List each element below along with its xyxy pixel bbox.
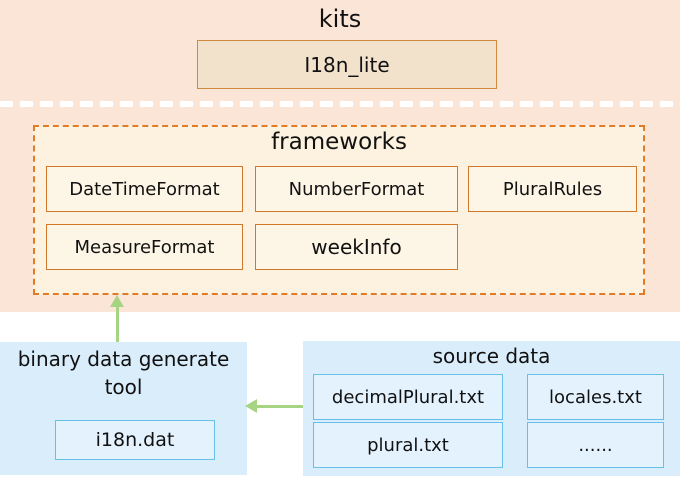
arrow-tool-to-frameworks-head-icon [110,295,124,307]
frameworks-title: frameworks [271,129,407,155]
framework-box-measureformat: MeasureFormat [46,224,243,270]
kits-frameworks-separator-dashed-line [0,101,680,107]
i18n-lite-box: I18n_lite [197,40,497,89]
framework-label: DateTimeFormat [69,178,220,200]
framework-label: NumberFormat [288,178,425,200]
file-box-ellipsis: ...... [527,422,664,468]
i18n-dat-label: i18n.dat [95,429,175,451]
file-label: ...... [578,434,613,456]
file-box-decimalplural: decimalPlural.txt [313,374,503,420]
arrow-source-to-tool-head-icon [245,399,257,413]
file-label: plural.txt [367,434,449,456]
file-box-plural: plural.txt [313,422,503,468]
kits-section: kits I18n_lite frameworks DateTimeFormat… [0,0,680,312]
binary-tool-title-line2: tool [104,375,143,399]
file-label: decimalPlural.txt [331,386,485,408]
framework-box-numberformat: NumberFormat [255,166,458,212]
i18n-dat-box: i18n.dat [55,420,215,460]
frameworks-group-box: frameworks DateTimeFormat NumberFormat P… [33,125,645,295]
i18n-lite-label: I18n_lite [304,52,390,77]
binary-tool-title: binary data generate tool [0,345,247,401]
arrow-tool-to-frameworks-line [116,306,119,342]
file-box-locales: locales.txt [527,374,664,420]
framework-label: PluralRules [502,178,603,200]
binary-tool-panel: binary data generate tool i18n.dat [0,342,247,475]
source-data-panel: source data decimalPlural.txt locales.tx… [303,341,680,476]
framework-label: weekInfo [311,235,402,259]
arrow-source-to-tool-line [256,405,303,408]
binary-tool-title-line1: binary data generate [17,347,230,371]
file-label: locales.txt [549,386,642,408]
framework-box-weekinfo: weekInfo [255,224,458,270]
framework-box-datetimeformat: DateTimeFormat [46,166,243,212]
source-data-title: source data [432,344,551,368]
kits-section-title: kits [318,5,362,33]
framework-box-pluralrules: PluralRules [468,166,637,212]
framework-label: MeasureFormat [74,236,215,258]
